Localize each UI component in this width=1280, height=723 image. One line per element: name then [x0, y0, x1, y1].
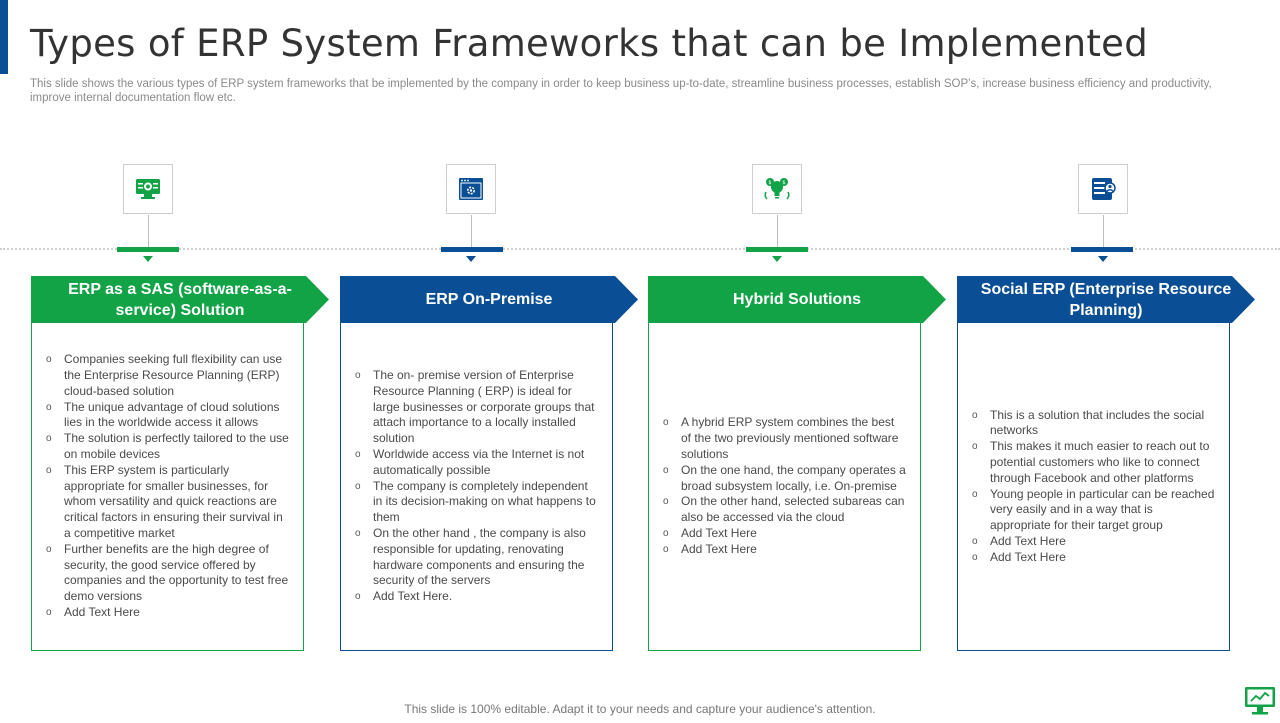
- list-item: This ERP system is particularly appropri…: [46, 463, 289, 542]
- connector-underline: [441, 247, 503, 252]
- list-item: This is a solution that includes the soc…: [972, 408, 1215, 440]
- list-item: On the other hand , the company is also …: [355, 526, 598, 589]
- list-item: The company is completely independent in…: [355, 479, 598, 526]
- header-label: ERP On-Premise: [425, 291, 553, 308]
- connector-stem: [471, 215, 472, 247]
- erp-sas-header: ERP as a SAS (software-as-a-service) Sol…: [31, 276, 329, 323]
- hybrid-solutions-description: A hybrid ERP system combines the best of…: [648, 323, 921, 651]
- header-label: Hybrid Solutions: [733, 291, 861, 308]
- list-item: Companies seeking full flexibility can u…: [46, 352, 289, 399]
- list-item: On the one hand, the company operates a …: [663, 463, 906, 495]
- social-network-icon: [1078, 164, 1128, 214]
- erp-sas-description: Companies seeking full flexibility can u…: [31, 323, 304, 651]
- list-item: Add Text Here: [972, 550, 1215, 566]
- connector-underline: [746, 247, 808, 252]
- header-label: ERP as a SAS (software-as-a-service) Sol…: [68, 280, 292, 319]
- list-item: Add Text Here: [663, 542, 906, 558]
- connector-arrow: [143, 256, 153, 262]
- connector-stem: [777, 215, 778, 247]
- list-item: Add Text Here: [972, 534, 1215, 550]
- list-item: A hybrid ERP system combines the best of…: [663, 415, 906, 462]
- svg-text:$: $: [782, 180, 785, 186]
- page-title: Types of ERP System Frameworks that can …: [30, 22, 1149, 65]
- monitor-icon: [1243, 684, 1277, 718]
- list-item: On the other hand, selected subareas can…: [663, 494, 906, 526]
- browser-settings-icon: [446, 164, 496, 214]
- connector-arrow: [772, 256, 782, 262]
- connector-arrow: [466, 256, 476, 262]
- connector-underline: [117, 247, 179, 252]
- list-item: The unique advantage of cloud solutions …: [46, 400, 289, 432]
- erp-on-premise-description: The on- premise version of Enterprise Re…: [340, 323, 613, 651]
- page-subtitle: This slide shows the various types of ER…: [30, 78, 1212, 104]
- connector-stem: [148, 215, 149, 247]
- list-item: The on- premise version of Enterprise Re…: [355, 368, 598, 447]
- list-item: The solution is perfectly tailored to th…: [46, 431, 289, 463]
- header-label: Social ERP (Enterprise Resource Planning…: [980, 280, 1232, 319]
- social-erp-header: Social ERP (Enterprise Resource Planning…: [957, 276, 1255, 323]
- svg-text:$: $: [768, 180, 771, 186]
- hybrid-lightbulb-icon: $ $: [752, 164, 802, 214]
- connector-stem: [1103, 215, 1104, 247]
- erp-on-premise-header: ERP On-Premise: [340, 276, 638, 323]
- connector-arrow: [1098, 256, 1108, 262]
- footer-note: This slide is 100% editable. Adapt it to…: [404, 702, 876, 716]
- list-item: Worldwide access via the Internet is not…: [355, 447, 598, 479]
- list-item: Add Text Here.: [355, 589, 598, 605]
- timeline-divider: [0, 248, 1280, 250]
- social-erp-description: This is a solution that includes the soc…: [957, 323, 1230, 651]
- list-item: This makes it much easier to reach out t…: [972, 439, 1215, 486]
- list-item: Further benefits are the high degree of …: [46, 542, 289, 605]
- cloud-computer-icon: [123, 164, 173, 214]
- connector-underline: [1071, 247, 1133, 252]
- list-item: Add Text Here: [46, 605, 289, 621]
- list-item: Young people in particular can be reache…: [972, 487, 1215, 534]
- hybrid-solutions-header: Hybrid Solutions: [648, 276, 946, 323]
- list-item: Add Text Here: [663, 526, 906, 542]
- title-accent-bar: [0, 0, 8, 74]
